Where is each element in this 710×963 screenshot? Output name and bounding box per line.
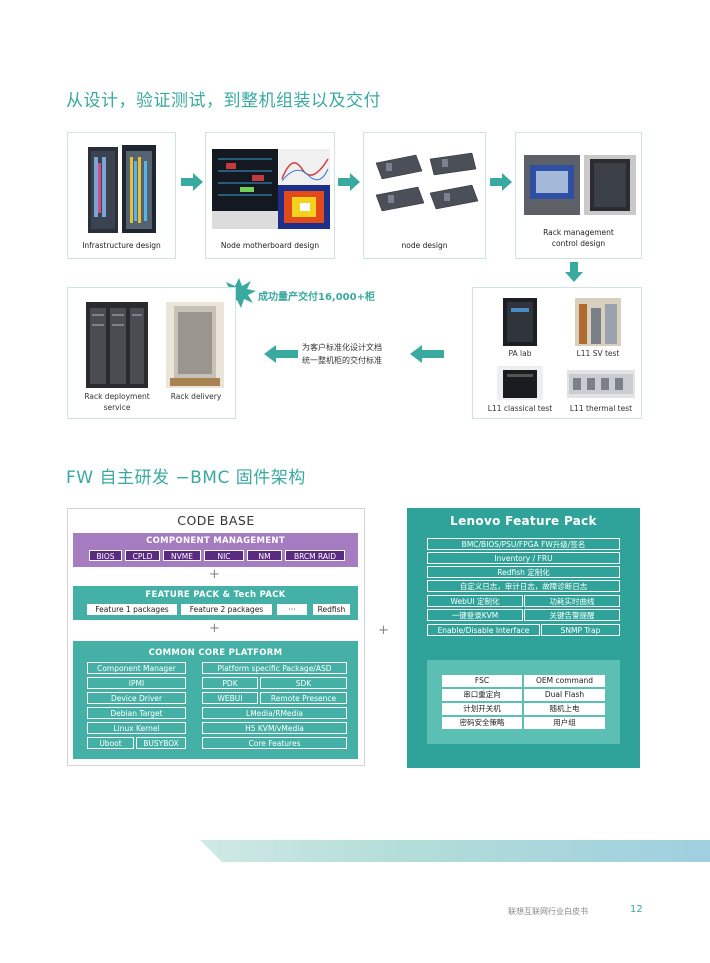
code-base-title: CODE BASE [177,513,255,528]
cell-lmedia: LMedia/RMedia [202,707,347,719]
arrow-left-icon [408,345,444,363]
footer-text: 联想互联网行业白皮书 [508,907,588,916]
table-cell: 随机上电 [524,703,605,715]
cell-sdk: SDK [260,677,347,689]
cell-alarm: 关键告警提醒 [524,609,620,621]
thermal-test-image [567,370,635,398]
chip-feature2: Feature 2 packages [181,604,272,615]
cell-linux-kernel: Linux Kernel [87,722,186,734]
chip-nvme: NVME [163,550,201,561]
common-core-title: COMMON CORE PLATFORM [148,648,283,658]
sv-test-label: L11 SV test [576,349,620,358]
arrow-right-icon [181,173,203,191]
table-cell: 串口重定向 [442,689,522,701]
card-rack-deployment: Rack deployment service Rack delivery [67,287,236,419]
cell-platform-package: Platform specific Package/ASD [202,662,347,674]
cell-device-driver: Device Driver [87,692,186,704]
table-cell: 用户组 [524,717,605,729]
chip-redfish: Redfish [313,604,350,615]
table-cell: 计划开关机 [442,703,522,715]
arrow-right-icon [490,173,512,191]
plus-icon: + [209,621,220,636]
section1-title: 从设计，验证测试，到整机组装以及交付 [66,91,381,111]
feature-pack-box: FEATURE PACK & Tech PACK Feature 1 packa… [73,586,358,620]
table-cell: FSC [442,675,522,687]
section2-title: FW 自主研发 −BMC 固件架构 [66,468,306,488]
cell-kvm-login: 一键登录KVM [427,609,523,621]
arrow-down-icon [565,262,583,282]
feature-pack-title: FEATURE PACK & Tech PACK [145,590,286,600]
sv-test-image [575,298,621,346]
rack-deployment-label-line1: Rack deployment [84,392,150,401]
lenovo-feature-pack-panel: Lenovo Feature Pack BMC/BIOS/PSU/FPGA FW… [407,508,640,768]
pa-lab-image [503,298,537,346]
chip-feature1: Feature 1 packages [87,604,177,615]
rack-delivery-image [166,302,224,388]
common-core-box: COMMON CORE PLATFORM Component Manager I… [73,641,358,759]
plus-icon: + [378,623,389,638]
component-management-title: COMPONENT MANAGEMENT [146,536,285,546]
rack-deployment-image [86,302,148,388]
cell-snmp-trap: SNMP Trap [541,624,620,636]
card-test-lab: PA lab L11 SV test L11 classical test L1… [472,287,642,419]
code-base-panel: CODE BASE COMPONENT MANAGEMENT BIOS CPLD… [67,508,365,766]
arrow-right-icon [338,173,360,191]
oem-feature-table: FSC OEM command 串口重定向 Dual Flash 计划开关机 随… [427,660,620,744]
component-management-box: COMPONENT MANAGEMENT BIOS CPLD NVME NIC … [73,533,358,567]
card-rack-management: Rack management control design [515,132,642,259]
card-caption: Node motherboard design [220,241,320,250]
cell-core-features: Core Features [202,737,347,749]
chip-bios: BIOS [89,550,122,561]
rack-delivery-label: Rack delivery [170,392,222,401]
table-cell: OEM command [524,675,605,687]
decorative-gradient-band [200,840,710,862]
rack-controller-image [524,155,636,215]
chip-nm: NM [247,550,282,561]
cell-power-curve: 功耗实时曲线 [524,595,620,607]
cell-inventory-fru: Inventory / FRU [427,552,620,564]
card-node-motherboard-design: Node motherboard design [205,132,335,259]
arrow-left-icon [262,345,298,363]
mass-production-text: 成功量产交付16,000+柜 [258,292,375,303]
pa-lab-label: PA lab [508,349,532,358]
card-node-design: node design [363,132,486,259]
classical-test-image [497,366,543,400]
table-cell: 密码安全策略 [442,717,522,729]
standardize-text-line1: 为客户标准化设计文档 [302,343,382,352]
cell-busybox: BUSYBOX [136,737,186,749]
cell-fw-upgrade: BMC/BIOS/PSU/FPGA FW升级/签名 [427,538,620,550]
cell-uboot: Uboot [87,737,134,749]
server-rack-image [86,143,158,235]
card-caption: Infrastructure design [82,241,161,250]
cell-remote-presence: Remote Presence [260,692,347,704]
cell-custom-logs: 自定义日志，审计日志，故障诊断日志 [427,580,620,592]
cell-enable-interface: Enable/Disable Interface [427,624,540,636]
cell-pdk: PDK [202,677,258,689]
classical-test-label: L11 classical test [487,404,553,413]
cell-redfish-custom: Redfish 定制化 [427,566,620,578]
cell-ipmi: IPMI [87,677,186,689]
chip-brcm-raid: BRCM RAID [285,550,345,561]
card-caption: node design [401,241,448,250]
card-caption-line1: Rack management [543,228,614,237]
standardize-text-line2: 统一整机柜的交付标准 [302,356,382,365]
cell-component-manager: Component Manager [87,662,186,674]
cell-webui: WEBUI [202,692,258,704]
card-caption-line2: control design [551,239,606,248]
cell-debian-target: Debian Target [87,707,186,719]
page-number: 12 [630,904,643,915]
lenovo-feature-pack-title: Lenovo Feature Pack [450,514,597,528]
chip-nic: NIC [204,550,244,561]
cell-webui-custom: WebUI 定制化 [427,595,523,607]
plus-icon: + [209,567,220,582]
rack-deployment-label-line2: service [103,403,131,412]
table-cell: Dual Flash [524,689,605,701]
cell-h5-kvm: H5 KVM/vMedia [202,722,347,734]
chip-ellipsis: ··· [277,604,307,615]
thermal-test-label: L11 thermal test [569,404,633,413]
motherboard-image [212,149,330,229]
chip-cpld: CPLD [125,550,160,561]
card-infrastructure-design: Infrastructure design [67,132,176,259]
node-boards-image [372,149,480,229]
